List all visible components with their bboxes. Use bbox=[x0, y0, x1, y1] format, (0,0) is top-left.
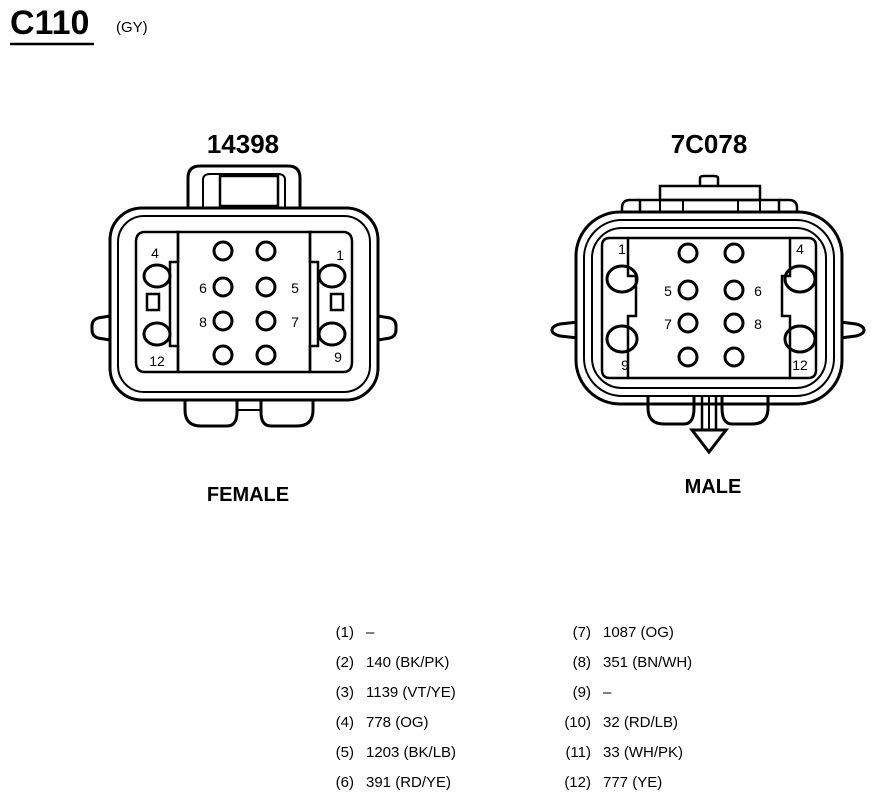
male-pin-9-label: 9 bbox=[621, 357, 629, 373]
female-connector: 14398 bbox=[90, 129, 398, 506]
male-pin-8-label: 8 bbox=[754, 316, 762, 332]
male-pin-6-label: 6 bbox=[754, 283, 762, 299]
pin-index: (7) bbox=[572, 624, 591, 641]
pinout-row: (12) 777 (YE) bbox=[555, 774, 662, 794]
female-pin-6-label: 6 bbox=[199, 280, 207, 296]
male-part-number: 7C078 bbox=[671, 129, 748, 159]
pin-circuit: 777 (YE) bbox=[603, 774, 663, 791]
pin-circuit: 140 (BK/PK) bbox=[366, 654, 450, 671]
pin-index: (12) bbox=[564, 774, 591, 791]
male-label: MALE bbox=[685, 476, 742, 498]
male-pin-7-label: 7 bbox=[664, 316, 672, 332]
female-label: FEMALE bbox=[207, 484, 289, 506]
pin-index: (1) bbox=[335, 624, 354, 641]
male-pin-5-label: 5 bbox=[664, 283, 672, 299]
female-pin-8-label: 8 bbox=[199, 314, 207, 330]
male-connector: 7C078 bbox=[550, 129, 866, 498]
pin-circuit: 1203 (BK/LB) bbox=[366, 744, 457, 761]
pin-index: (4) bbox=[335, 714, 354, 731]
pinout-row: (11) 33 (WH/PK) bbox=[555, 744, 683, 764]
pin-index: (11) bbox=[565, 744, 591, 761]
female-pin-1-label: 1 bbox=[336, 247, 344, 263]
pin-circuit: 1087 (OG) bbox=[603, 624, 674, 641]
female-pin-9-label: 9 bbox=[334, 349, 342, 365]
pin-circuit: – bbox=[603, 684, 612, 701]
connector-color-code: (GY) bbox=[116, 19, 148, 36]
pin-index: (6) bbox=[335, 774, 354, 791]
pinout-row: (10) 32 (RD/LB) bbox=[555, 714, 678, 734]
pinout-row: (1)– bbox=[318, 624, 375, 644]
pin-circuit: 32 (RD/LB) bbox=[603, 714, 679, 731]
pinout-row: (7) 1087 (OG) bbox=[555, 624, 674, 644]
male-pin-4-label: 4 bbox=[796, 241, 804, 257]
pinout-row: (6) 391 (RD/YE) bbox=[318, 774, 451, 794]
pin-index: (8) bbox=[572, 654, 591, 671]
pin-circuit: 778 (OG) bbox=[366, 714, 429, 731]
pinout-row: (5) 1203 (BK/LB) bbox=[318, 744, 456, 764]
female-pin-5-label: 5 bbox=[291, 280, 299, 296]
pin-index: (2) bbox=[335, 654, 354, 671]
pinout-row: (9)– bbox=[555, 684, 612, 704]
pinout-row: (2) 140 (BK/PK) bbox=[318, 654, 450, 674]
male-pin-12-label: 12 bbox=[792, 357, 808, 373]
pin-circuit: 351 (BN/WH) bbox=[603, 654, 693, 671]
connector-id: C110 bbox=[10, 4, 89, 42]
pinout-row: (3) 1139 (VT/YE) bbox=[318, 684, 456, 704]
female-part-number: 14398 bbox=[207, 129, 279, 159]
pin-circuit: 391 (RD/YE) bbox=[366, 774, 452, 791]
female-pin-7-label: 7 bbox=[291, 314, 299, 330]
pin-index: (9) bbox=[572, 684, 591, 701]
pin-index: (3) bbox=[335, 684, 354, 701]
pin-index: (5) bbox=[335, 744, 354, 761]
pin-circuit: – bbox=[366, 624, 375, 641]
pinout-row: (8) 351 (BN/WH) bbox=[555, 654, 693, 674]
female-pin-4-label: 4 bbox=[151, 245, 159, 261]
male-pin-1-label: 1 bbox=[618, 241, 626, 257]
pin-circuit: 1139 (VT/YE) bbox=[366, 684, 456, 701]
pin-circuit: 33 (WH/PK) bbox=[603, 744, 684, 761]
pinout-row: (4) 778 (OG) bbox=[318, 714, 429, 734]
pin-index: (10) bbox=[564, 714, 591, 731]
female-pin-12-label: 12 bbox=[149, 353, 165, 369]
